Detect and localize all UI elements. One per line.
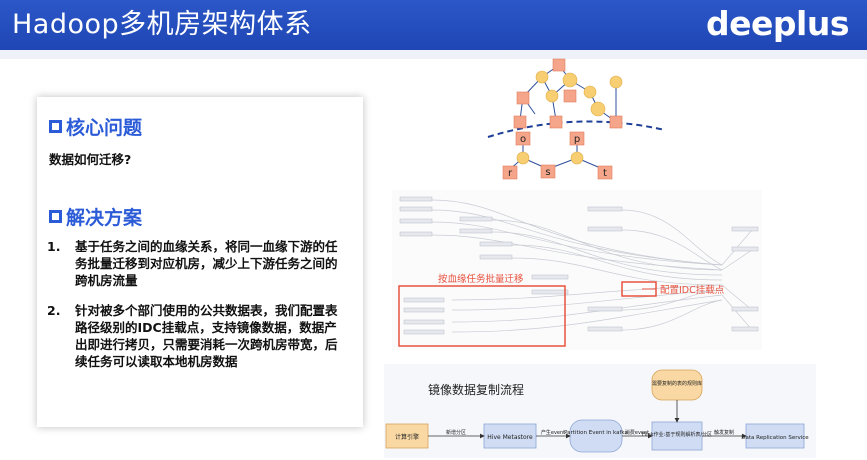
task-square-node bbox=[609, 115, 623, 129]
graph-label-s: s bbox=[545, 167, 550, 178]
batch-migration-highlight bbox=[398, 285, 566, 347]
task-node-s bbox=[540, 164, 556, 179]
core-question-text: 数据如何迁移? bbox=[49, 152, 132, 167]
task-circle-node bbox=[562, 72, 578, 88]
flow-edge-1: 新增分区 bbox=[446, 429, 466, 436]
task-square-node bbox=[516, 91, 530, 105]
task-circle-node bbox=[583, 85, 597, 99]
flow-node-replication bbox=[745, 423, 805, 449]
deeplus-logo: deeplus bbox=[706, 4, 849, 43]
header-bar: Hadoop多机房架构体系 deeplus bbox=[0, 0, 867, 50]
task-circle-node bbox=[535, 70, 549, 84]
solution-item-1: 1. 基于任务之间的血缘关系，将同一血缘下游的任务批量迁移到对应机房，减少上下游… bbox=[47, 238, 347, 289]
idc-mount-label: 配置IDC挂载点 bbox=[660, 284, 725, 296]
task-circle-node bbox=[516, 151, 530, 165]
flow-node-flink-label: Flink作业:基于规则解析表/分区 bbox=[642, 431, 712, 438]
lineage-graph-canvas: 按血缘任务批量迁移 配置IDC挂载点 bbox=[398, 196, 759, 347]
graph-label-p: p bbox=[574, 134, 580, 145]
task-square-node bbox=[563, 89, 577, 103]
replication-flow: 镜像数据复制流程 计算引擎 Hive Metastore Partition E… bbox=[384, 364, 816, 458]
content-card: 核心问题 数据如何迁移? 解决方案 1. 基于任务之间的血缘关系，将同一血缘下游… bbox=[37, 97, 363, 427]
solution-item-text: 针对被多个部门使用的公共数据表，我们配置表路径级别的IDC挂载点，支持镜像数据，… bbox=[75, 303, 338, 369]
solution-item-number: 2. bbox=[47, 303, 61, 318]
flow-node-compute-label: 计算引擎 bbox=[395, 433, 419, 441]
solution-heading: 解决方案 bbox=[49, 203, 142, 230]
task-square-node bbox=[549, 115, 563, 129]
flow-node-partition-label: Partition Event in kafka bbox=[564, 430, 628, 436]
task-circle-node bbox=[590, 101, 606, 117]
flow-node-compute bbox=[385, 423, 429, 449]
task-circle-node bbox=[609, 75, 623, 89]
core-question-heading: 核心问题 bbox=[49, 113, 142, 140]
flow-title: 镜像数据复制流程 bbox=[428, 382, 524, 397]
flow-edge-2: 产生event bbox=[541, 429, 565, 436]
solution-item-2: 2. 针对被多个部门使用的公共数据表，我们配置表路径级别的IDC挂载点，支持镜像… bbox=[47, 302, 347, 370]
flow-node-metastore-label: Hive Metastore bbox=[487, 434, 533, 441]
partition-dashed-line bbox=[487, 120, 666, 138]
header-underbar bbox=[0, 50, 867, 59]
solution-title: 解决方案 bbox=[66, 207, 143, 229]
task-node-p bbox=[569, 131, 585, 146]
task-circle-node bbox=[570, 151, 584, 165]
flow-node-partition bbox=[569, 419, 623, 453]
task-graph: o p r s t bbox=[487, 58, 666, 180]
solution-item-number: 1. bbox=[47, 239, 61, 254]
task-node-t bbox=[597, 165, 613, 180]
task-node-r bbox=[502, 165, 518, 180]
task-square-node bbox=[513, 115, 527, 129]
batch-migration-label: 按血缘任务批量迁移 bbox=[438, 273, 524, 285]
flow-edge-4: 触发复制 bbox=[714, 429, 734, 436]
task-square-node bbox=[552, 58, 566, 72]
graph-label-o: o bbox=[520, 134, 526, 145]
lineage-graph: 按血缘任务批量迁移 配置IDC挂载点 bbox=[392, 190, 762, 350]
square-bullet-icon bbox=[49, 120, 62, 133]
page-title: Hadoop多机房架构体系 bbox=[12, 9, 312, 40]
square-bullet-icon bbox=[49, 210, 62, 223]
flow-edge-3: 消费event bbox=[625, 429, 649, 436]
task-circle-node bbox=[545, 89, 559, 103]
core-question-title: 核心问题 bbox=[66, 117, 143, 139]
solution-item-text: 基于任务之间的血缘关系，将同一血缘下游的任务批量迁移到对应机房，减少上下游任务之… bbox=[75, 239, 338, 288]
task-node-o bbox=[515, 131, 531, 146]
flow-node-replication-label: Data Replication Service bbox=[741, 435, 809, 441]
flow-node-rules-label: 需要复制的表的规则库 bbox=[652, 380, 702, 387]
graph-label-t: t bbox=[603, 168, 607, 179]
graph-label-r: r bbox=[508, 168, 513, 179]
replication-flow-canvas: 镜像数据复制流程 计算引擎 Hive Metastore Partition E… bbox=[385, 369, 809, 453]
